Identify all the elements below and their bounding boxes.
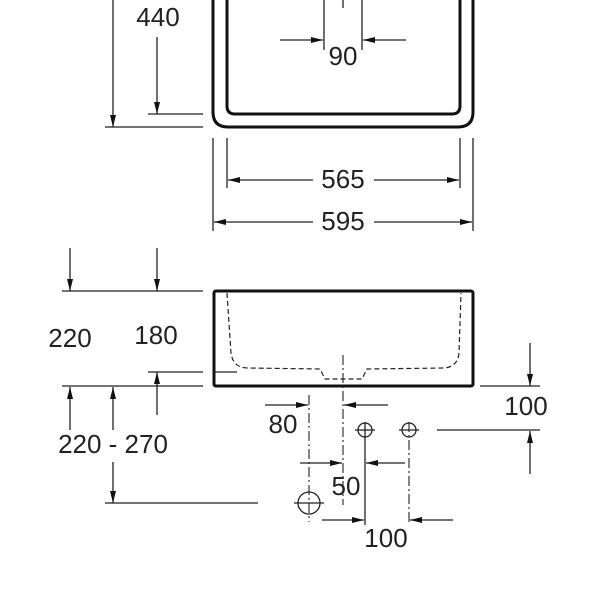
- dim-hole-spacing: 100: [364, 523, 407, 553]
- dim-outer-width: 595: [321, 206, 364, 236]
- dim-offset-80: 80: [269, 409, 298, 439]
- dim-waste-height-range: 220 - 270: [58, 429, 168, 459]
- dim-hole-height: 100: [504, 391, 547, 421]
- top-view: 90 440 565 595: [105, 0, 475, 236]
- dim-depth: 440: [136, 2, 179, 32]
- dim-height-inner: 180: [134, 320, 177, 350]
- dim-offset-50: 50: [332, 471, 361, 501]
- basin-side-outline: [212, 289, 475, 388]
- dim-inner-width: 565: [321, 164, 364, 194]
- dim-height-outer: 220: [48, 323, 91, 353]
- basin-interior-hidden-line: [226, 292, 462, 380]
- dim-waste-width: 90: [329, 41, 358, 71]
- basin-inner-outline: [225, 0, 462, 116]
- side-view: 220 180 220 - 270 80 50 100: [48, 248, 548, 553]
- basin-outer-outline: [211, 0, 475, 129]
